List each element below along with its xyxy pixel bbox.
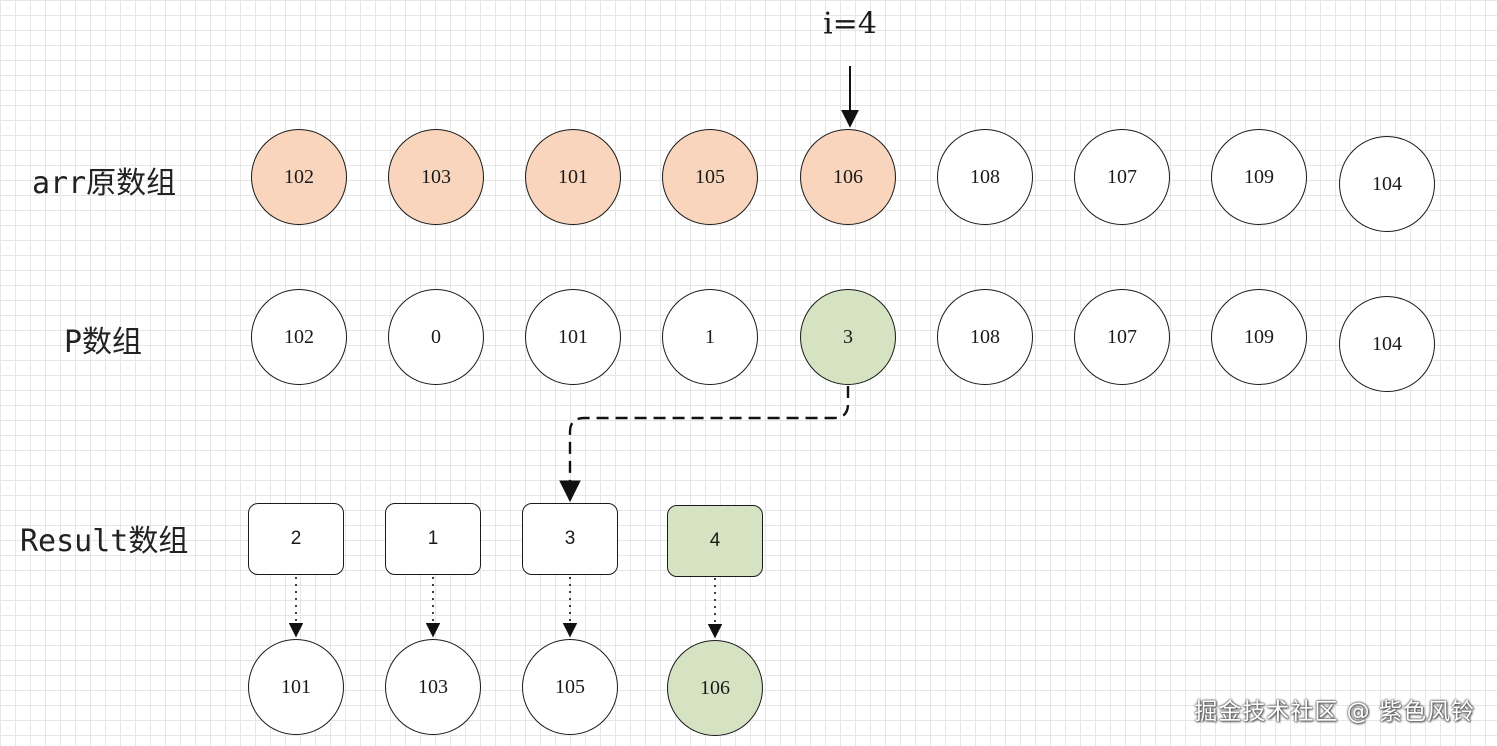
arr-node: 101 bbox=[525, 129, 621, 225]
p-node: 104 bbox=[1339, 296, 1435, 392]
result-index-box: 3 bbox=[522, 503, 618, 575]
arr-node: 109 bbox=[1211, 129, 1307, 225]
result-index-box: 2 bbox=[248, 503, 344, 575]
result-index-box: 1 bbox=[385, 503, 481, 575]
result-value-node: 101 bbox=[248, 639, 344, 735]
arr-node: 102 bbox=[251, 129, 347, 225]
result-index-box-current: 4 bbox=[667, 505, 763, 577]
arr-node: 103 bbox=[388, 129, 484, 225]
p-node-current: 3 bbox=[800, 289, 896, 385]
row-label-result: Result数组 bbox=[20, 524, 189, 559]
p-node: 108 bbox=[937, 289, 1033, 385]
p-node: 102 bbox=[251, 289, 347, 385]
arr-node-current: 106 bbox=[800, 129, 896, 225]
pointer-label: i=4 bbox=[823, 6, 877, 42]
arr-node: 108 bbox=[937, 129, 1033, 225]
watermark: 掘金技术社区 @ 紫色风铃 bbox=[1194, 699, 1475, 725]
result-value-node: 105 bbox=[522, 639, 618, 735]
arr-node: 107 bbox=[1074, 129, 1170, 225]
arr-node: 105 bbox=[662, 129, 758, 225]
p-node: 107 bbox=[1074, 289, 1170, 385]
p-to-result-dashed-connector bbox=[559, 386, 850, 503]
row-label-arr: arr原数组 bbox=[32, 166, 177, 201]
p-node: 109 bbox=[1211, 289, 1307, 385]
arr-node: 104 bbox=[1339, 136, 1435, 232]
p-node: 0 bbox=[388, 289, 484, 385]
result-value-node: 103 bbox=[385, 639, 481, 735]
row-label-p: P数组 bbox=[64, 325, 143, 360]
result-value-node-current: 106 bbox=[667, 640, 763, 736]
p-node: 1 bbox=[662, 289, 758, 385]
p-node: 101 bbox=[525, 289, 621, 385]
